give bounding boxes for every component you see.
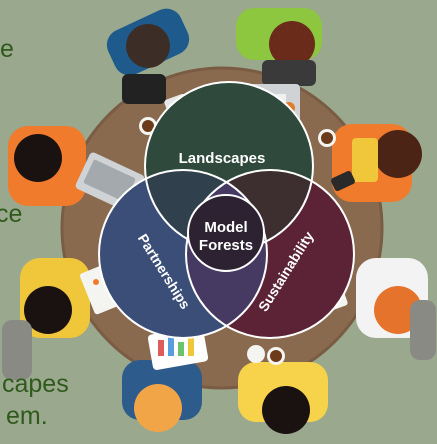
coffee-cup-icon: [318, 129, 336, 147]
person-icon: [238, 362, 328, 434]
phone-icon: [331, 170, 355, 192]
edge-text-bottom-line1: capes: [2, 370, 69, 398]
venn-outline: [98, 169, 268, 339]
person-icon: [332, 124, 422, 202]
person-icon: [122, 360, 202, 432]
venn-outline: [185, 169, 355, 339]
person-icon: [236, 8, 322, 86]
table-rim: [60, 66, 384, 390]
edge-text-bottom-line2: em.: [6, 402, 48, 430]
label-landscapes: Landscapes: [179, 150, 266, 167]
edge-text-mid-left: ce: [0, 200, 23, 228]
person-icon: [106, 8, 190, 104]
person-icon: [356, 258, 436, 360]
coffee-cup-icon: [247, 345, 265, 363]
person-icon: [8, 126, 86, 206]
venn-center: [187, 194, 265, 272]
label-center-line1: Model: [204, 219, 247, 236]
coffee-cup-icon: [267, 347, 285, 365]
label-center-line2: Forests: [199, 237, 253, 254]
person-icon: [2, 258, 90, 380]
edge-text-top-left: e: [0, 35, 14, 63]
